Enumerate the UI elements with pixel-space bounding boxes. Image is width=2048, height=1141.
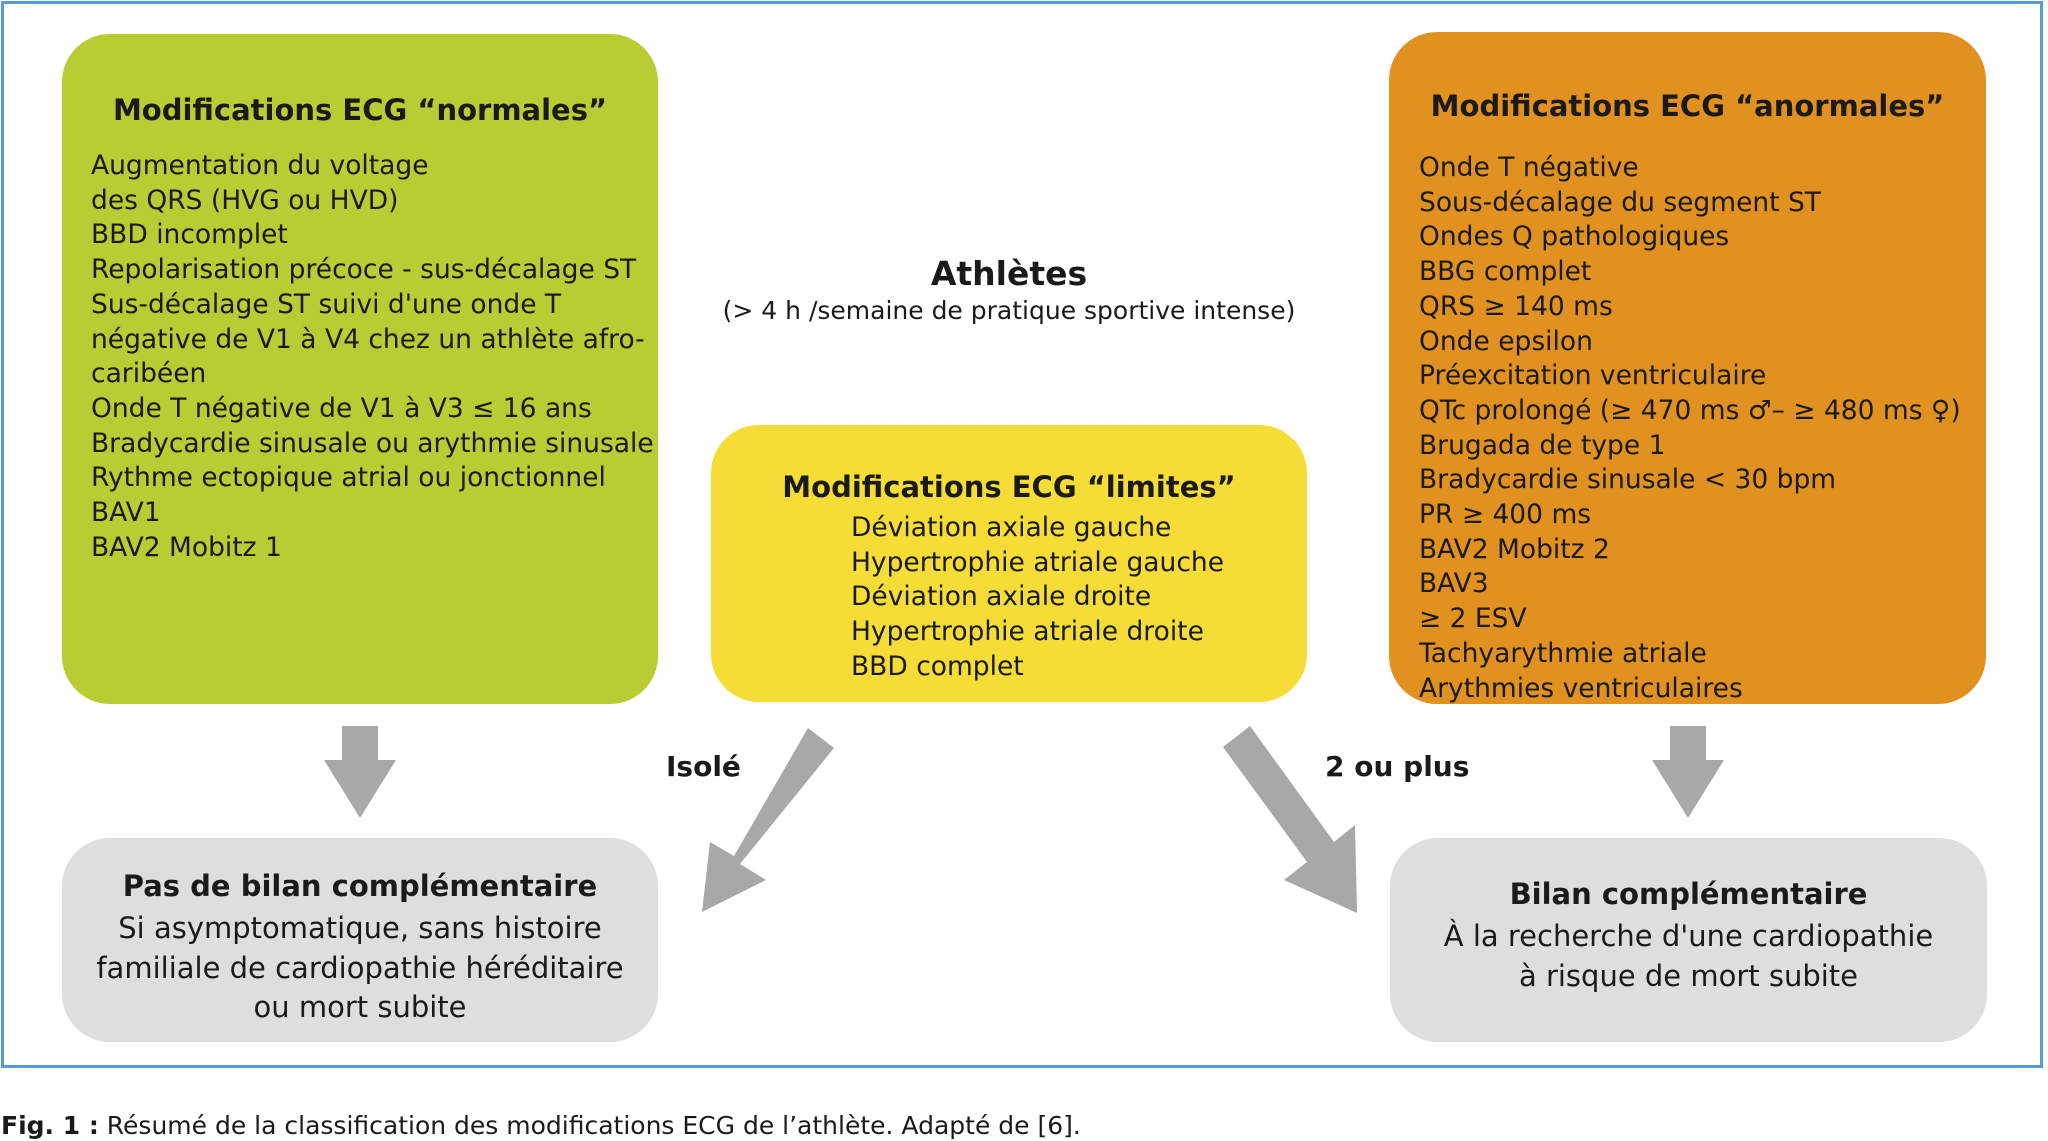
list-item: Hypertrophie atriale gauche — [851, 546, 1224, 578]
edge-label-deux-ou-plus: 2 ou plus — [1325, 750, 1470, 783]
list-item: Préexcitation ventriculaire — [1419, 360, 1767, 392]
list-item: Brugada de type 1 — [1419, 429, 1666, 461]
list-item: BAV2 Mobitz 2 — [1419, 533, 1610, 565]
pas-de-bilan-title: Pas de bilan complémentaire — [122, 869, 598, 903]
list-item: Bradycardie sinusale ou arythmie sinusal… — [91, 427, 654, 459]
limites-title: Modifications ECG “limites” — [782, 470, 1236, 504]
anormales-box: Modifications ECG “anormales” Onde T nég… — [1389, 32, 1986, 704]
list-item: BBG complet — [1419, 256, 1592, 288]
arrow-down-right-icon — [1652, 726, 1724, 818]
athletes-title: Athlètes — [930, 254, 1088, 293]
list-item: Tachyarythmie atriale — [1419, 637, 1707, 669]
normales-list: Augmentation du voltage des QRS (HVG ou … — [91, 149, 654, 565]
bilan-text: À la recherche d'une cardiopathie à risq… — [1390, 917, 1987, 996]
list-item: Arythmies ventriculaires — [1419, 672, 1743, 704]
limites-box: Modifications ECG “limites” Déviation ax… — [711, 425, 1307, 702]
list-item: des QRS (HVG ou HVD) — [91, 184, 399, 216]
list-item: Déviation axiale gauche — [851, 512, 1172, 543]
list-item: QRS ≥ 140 ms — [1419, 290, 1613, 322]
arrow-deux-icon — [1223, 726, 1357, 913]
caption-label: Fig. 1 : — [1, 1111, 99, 1140]
bilan-title: Bilan complémentaire — [1509, 877, 1868, 911]
list-item: BBD incomplet — [91, 219, 288, 251]
normales-title: Modifications ECG “normales” — [112, 93, 608, 127]
figure-frame — [1, 1, 2043, 1068]
anormales-title: Modifications ECG “anormales” — [1430, 89, 1945, 123]
list-item: ≥ 2 ESV — [1419, 603, 1527, 635]
list-item: PR ≥ 400 ms — [1419, 499, 1592, 531]
list-item: Augmentation du voltage — [91, 150, 429, 181]
arrow-isole-icon — [702, 728, 834, 912]
pas-de-bilan-box: Pas de bilan complémentaire Si asymptoma… — [62, 838, 658, 1042]
list-item: Repolarisation précoce - sus-décalage ST — [91, 254, 637, 286]
list-item: BAV1 — [91, 497, 161, 529]
list-item: Rythme ectopique atrial ou jonctionnel — [91, 462, 606, 494]
list-item: BBD complet — [851, 650, 1024, 682]
list-item: Onde epsilon — [1419, 325, 1593, 357]
list-item: QTc prolongé (≥ 470 ms ♂– ≥ 480 ms ♀) — [1419, 394, 1961, 426]
list-item: Déviation axiale droite — [851, 581, 1152, 613]
list-item: Hypertrophie atriale droite — [851, 616, 1204, 648]
athletes-subtitle: (> 4 h /semaine de pratique sportive int… — [722, 296, 1296, 325]
pas-de-bilan-text: Si asymptomatique, sans histoire familia… — [62, 909, 658, 1028]
text-line: Si asymptomatique, sans histoire — [118, 911, 602, 945]
list-item: Bradycardie sinusale < 30 bpm — [1419, 464, 1837, 496]
text-line: ou mort subite — [253, 990, 467, 1024]
figure-caption: Fig. 1 : Résumé de la classification des… — [1, 1111, 1081, 1141]
text-line: À la recherche d'une cardiopathie — [1443, 919, 1934, 953]
arrow-down-left-icon — [324, 726, 396, 818]
list-item: Onde T négative de V1 à V3 ≤ 16 ans — [91, 392, 592, 424]
text-line: à risque de mort subite — [1518, 958, 1859, 993]
edge-label-isole: Isolé — [666, 750, 741, 783]
caption-text: Résumé de la classification des modifica… — [98, 1111, 1081, 1140]
list-item: BAV3 — [1419, 568, 1489, 600]
list-item: caribéen — [91, 358, 207, 390]
list-item: Sus-décalage ST suivi d'une onde T — [91, 288, 562, 320]
list-item: négative de V1 à V4 chez un athlète afro… — [91, 323, 645, 355]
list-item: Onde T négative — [1419, 152, 1639, 183]
limites-list: Déviation axiale gauche Hypertrophie atr… — [851, 511, 1224, 685]
list-item: Sous-décalage du segment ST — [1419, 186, 1821, 218]
normales-box: Modifications ECG “normales” Augmentatio… — [62, 34, 658, 704]
list-item: BAV2 Mobitz 1 — [91, 531, 282, 563]
bilan-box: Bilan complémentaire À la recherche d'un… — [1390, 838, 1987, 1042]
text-line: familiale de cardiopathie héréditaire — [96, 950, 624, 985]
anormales-list: Onde T négative Sous-décalage du segment… — [1419, 151, 1961, 706]
list-item: Ondes Q pathologiques — [1419, 221, 1730, 253]
